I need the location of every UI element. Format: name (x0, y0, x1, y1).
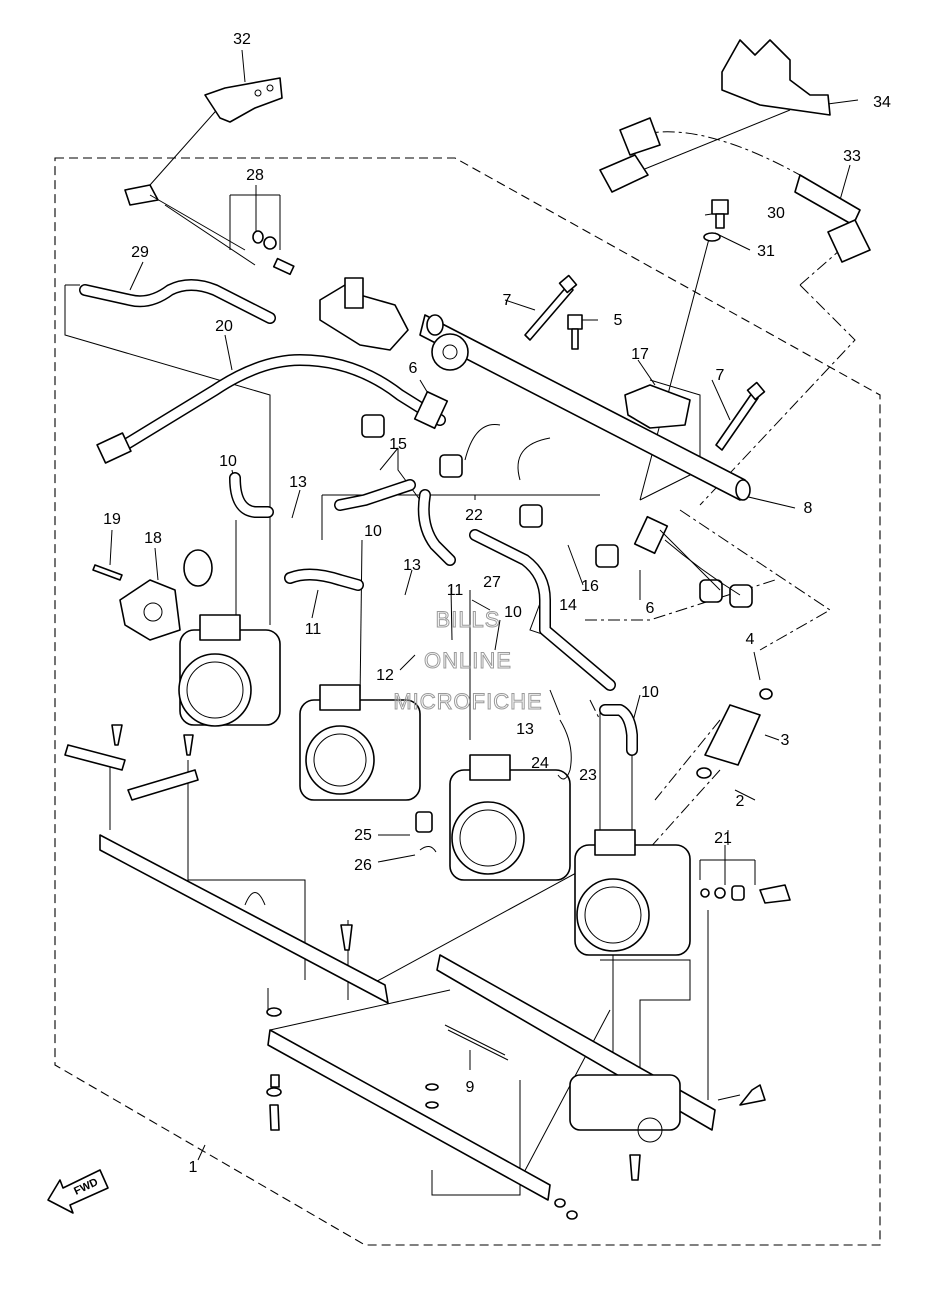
part-number-label: 13 (403, 557, 421, 574)
part-number-label: 14 (559, 597, 577, 614)
watermark-line-3: MICROFICHE (393, 689, 542, 714)
part-number-label: 10 (219, 453, 237, 470)
part-number-label: 23 (579, 767, 597, 784)
part-number-label: 19 (103, 511, 121, 528)
part-number-label: 11 (447, 582, 464, 599)
part-number-label: 16 (581, 578, 599, 595)
dashdot-lines (585, 131, 856, 871)
assembly-boundary (54, 157, 881, 1246)
part-number-label: 4 (746, 631, 755, 648)
part-number-label: 10 (641, 684, 659, 701)
part-number-label: 5 (614, 312, 623, 329)
part-number-label: 8 (804, 500, 813, 517)
part-number-label: 9 (466, 1079, 475, 1096)
part-number-label: 6 (646, 600, 655, 617)
part-number-label: 20 (215, 318, 233, 335)
part-number-label: 10 (504, 604, 522, 621)
part-number-label: 7 (716, 367, 725, 384)
part-number-label: 27 (483, 574, 501, 591)
watermark-line-1: BILLS (436, 607, 501, 632)
part-number-label: 1 (189, 1159, 198, 1176)
part-number-label: 6 (409, 360, 418, 377)
part-number-label: 21 (714, 830, 732, 847)
part-number-label: 3 (781, 732, 790, 749)
part-number-label: 7 (503, 292, 512, 309)
part-number-label: 15 (389, 436, 407, 453)
watermark-line-2: ONLINE (424, 648, 512, 673)
part-number-label: 18 (144, 530, 162, 547)
part-number-label: 34 (873, 94, 891, 111)
part-number-label: 22 (465, 507, 483, 524)
part-number-label: 2 (736, 793, 745, 810)
part-shapes (64, 39, 871, 1220)
watermark: BILLS ONLINE MICROFICHE (393, 607, 542, 715)
part-number-label: 12 (376, 667, 394, 684)
part-number-label: 28 (246, 167, 264, 184)
part-number-label: 33 (843, 148, 861, 165)
part-labels: 1234566778910101010111112131313141516171… (103, 31, 891, 1176)
part-number-label: 25 (354, 827, 372, 844)
part-number-label: 26 (354, 857, 372, 874)
part-number-label: 29 (131, 244, 149, 261)
part-number-label: 13 (516, 721, 534, 738)
part-number-label: 24 (531, 755, 549, 772)
part-number-label: 10 (364, 523, 382, 540)
part-number-label: 13 (289, 474, 307, 491)
part-number-label: 11 (305, 621, 322, 638)
fwd-arrow: FWD (47, 1169, 109, 1214)
part-number-label: 31 (757, 243, 775, 260)
part-number-label: 30 (767, 205, 785, 222)
part-number-label: 17 (631, 346, 649, 363)
part-number-label: 32 (233, 31, 251, 48)
